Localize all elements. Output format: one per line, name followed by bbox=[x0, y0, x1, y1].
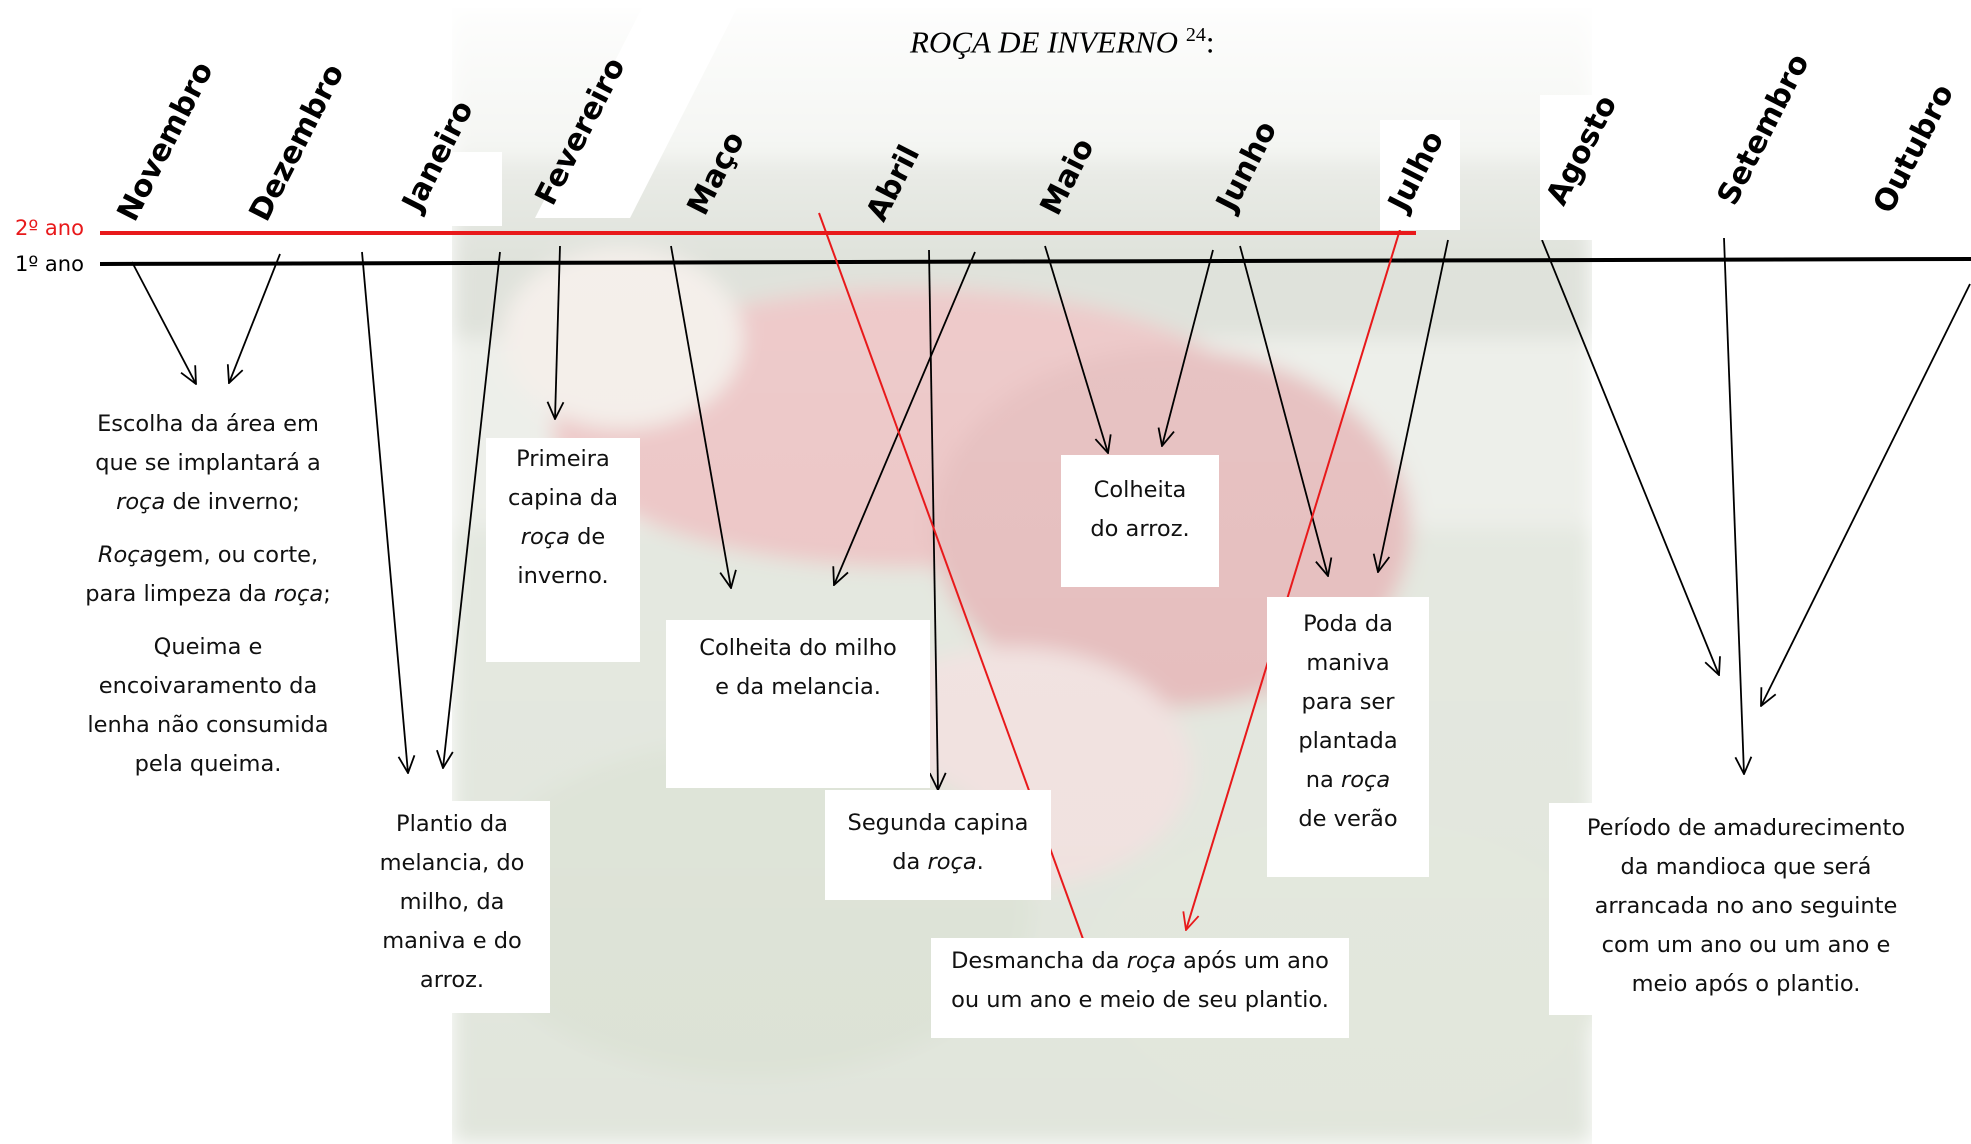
arrow-junho bbox=[1162, 249, 1214, 446]
arrow-outubro bbox=[1761, 283, 1971, 706]
arrow-fevereiro bbox=[555, 245, 560, 419]
arrow-agosto bbox=[1541, 239, 1719, 675]
arrow-junho-2 bbox=[1239, 245, 1328, 576]
box-plantio: Plantio da melancia, do milho, da maniva… bbox=[354, 801, 550, 1013]
first-year-axis bbox=[99, 257, 1971, 266]
box-colheita-arroz: Colheita do arroz. bbox=[1061, 455, 1219, 587]
first-year-label: 1º ano bbox=[15, 252, 84, 276]
arrow-abril-2 bbox=[834, 251, 976, 585]
box-colheita-milho: Colheita do milho e da melancia. bbox=[666, 620, 930, 788]
arrow-setembro bbox=[1723, 237, 1744, 774]
arrow-novembro bbox=[131, 261, 196, 384]
month-bg-agosto bbox=[1540, 95, 1635, 240]
arrow-janeiro bbox=[361, 251, 408, 773]
arrow-dezembro bbox=[229, 253, 281, 383]
arrow-julho bbox=[1378, 239, 1449, 572]
arrow-abril bbox=[928, 249, 938, 790]
box-poda-maniva: Poda da maniva para ser plantada na roça… bbox=[1267, 597, 1429, 877]
arrow-janeiro-2 bbox=[443, 251, 501, 768]
second-year-label: 2º ano bbox=[15, 216, 84, 240]
month-bg-julho bbox=[1380, 120, 1460, 230]
box-primeira-capina: Primeira capina da roça de inverno. bbox=[486, 438, 640, 662]
box-segunda-capina: Segunda capina da roça. bbox=[825, 790, 1051, 900]
second-year-arrow bbox=[1186, 222, 1403, 930]
box-desmancha: Desmancha da roça após um ano ou um ano … bbox=[931, 938, 1349, 1038]
arrow-maio bbox=[1044, 245, 1108, 453]
diagram-title: ROÇA DE INVERNO 24: bbox=[910, 24, 1215, 60]
arrow-maco bbox=[670, 245, 731, 588]
month-bg-janeiro bbox=[412, 152, 502, 226]
box-amadurecimento: Período de amadurecimento da mandioca qu… bbox=[1549, 803, 1943, 1015]
box-escolha-rocagem-queima: Escolha da área em que se implantará a r… bbox=[60, 405, 356, 784]
